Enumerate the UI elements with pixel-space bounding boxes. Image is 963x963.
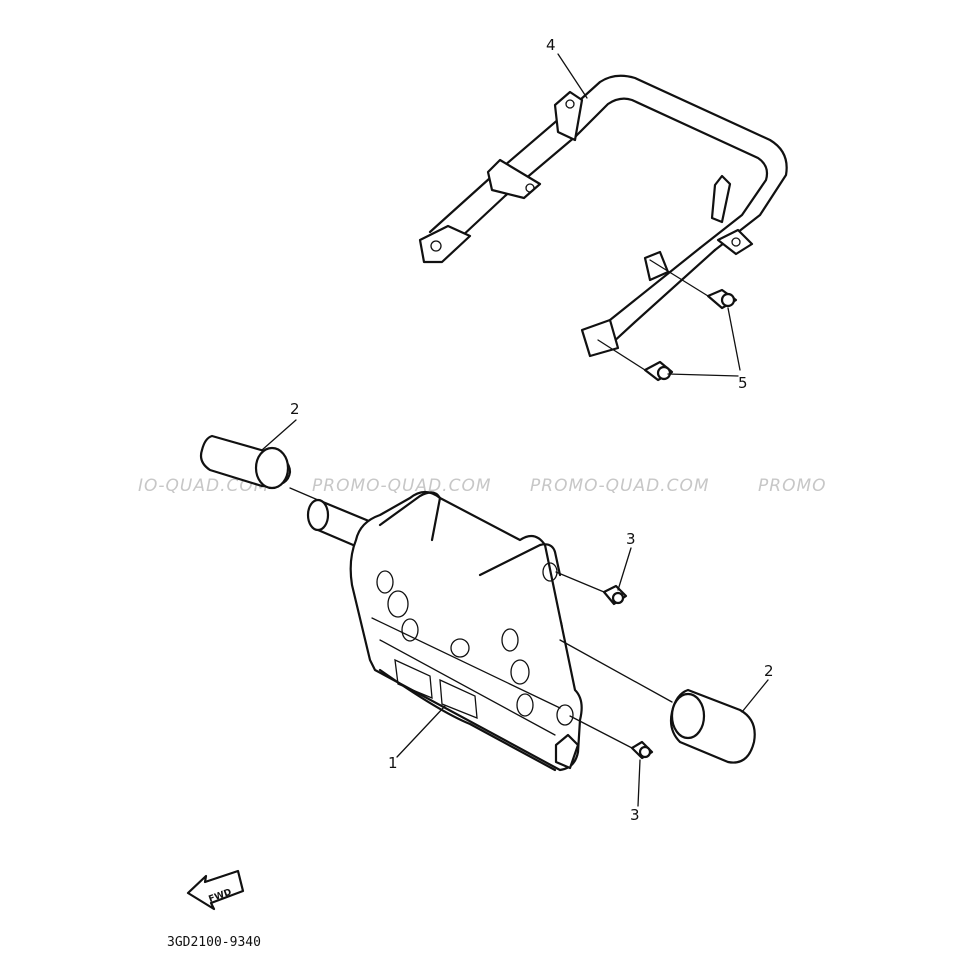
- watermark-band: IO-QUAD.COM PROMO-QUAD.COM PROMO-QUAD.CO…: [138, 476, 827, 496]
- callout-2-top: 2: [290, 400, 300, 418]
- callout-3-bottom: 3: [630, 806, 640, 824]
- callout-4: 4: [546, 36, 556, 54]
- callouts: 4 5 2 2 3 3 1: [290, 36, 774, 824]
- bolt-part-upper: [555, 571, 628, 606]
- watermark-1: IO-QUAD.COM: [138, 476, 269, 496]
- callout-5: 5: [738, 374, 748, 392]
- callout-2-bottom: 2: [764, 662, 774, 680]
- bolt-pair-part: [597, 259, 738, 382]
- drawing-code: 3GD2100-9340: [167, 935, 261, 950]
- forward-direction-arrow-icon: FWD: [186, 869, 245, 911]
- watermark-4: PROMO: [758, 476, 827, 496]
- bolt-part-lower: [569, 715, 654, 760]
- watermark-2: PROMO-QUAD.COM: [312, 476, 492, 496]
- watermark-3: PROMO-QUAD.COM: [530, 476, 710, 496]
- callout-3-top: 3: [626, 530, 636, 548]
- front-bumper-part: [289, 487, 673, 772]
- end-plug-part-left: [199, 434, 292, 490]
- callout-1: 1: [388, 754, 398, 772]
- grab-bar-part: [418, 74, 788, 358]
- leader-lines: [261, 53, 769, 807]
- end-plug-part-right: [669, 688, 756, 764]
